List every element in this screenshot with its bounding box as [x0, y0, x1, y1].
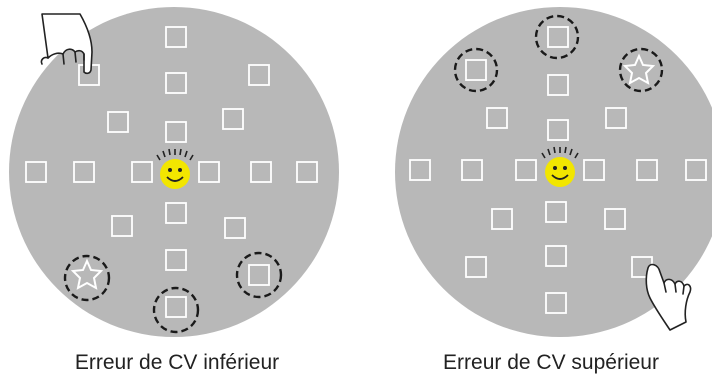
dashed-circle-highlight [453, 47, 499, 93]
caption-superior-error: Erreur de CV supérieur [443, 351, 659, 374]
stimulus-square [547, 74, 569, 96]
dashed-circle-highlight [618, 47, 664, 93]
stimulus-square [685, 159, 707, 181]
stimulus-square [165, 26, 187, 48]
stimulus-square [605, 107, 627, 129]
stimulus-square [250, 161, 272, 183]
stimulus-square [248, 264, 270, 286]
dashed-circle-highlight [534, 14, 580, 60]
star-icon [622, 53, 656, 85]
stimulus-square [248, 64, 270, 86]
stimulus-square [165, 249, 187, 271]
pointing-hand-icon [40, 13, 93, 75]
stimulus-square [165, 121, 187, 143]
stimulus-square [491, 208, 513, 230]
stimulus-square [165, 296, 187, 318]
stimulus-square [515, 159, 537, 181]
stimulus-square [636, 159, 658, 181]
stimulus-square [224, 217, 246, 239]
stimulus-square [545, 201, 567, 223]
stimulus-square [73, 161, 95, 183]
stimulus-square [222, 108, 244, 130]
stimulus-square [131, 161, 153, 183]
stimulus-square [165, 202, 187, 224]
panel-superior-field-error [395, 7, 712, 337]
dashed-circle-highlight [152, 286, 200, 334]
stimulus-square [198, 161, 220, 183]
stimulus-square [545, 245, 567, 267]
smiley-face-icon [541, 146, 579, 187]
pointing-hand-icon [645, 263, 692, 331]
stimulus-square [465, 256, 487, 278]
stimulus-square [545, 292, 567, 314]
stimulus-square [465, 59, 487, 81]
stimulus-square [409, 159, 431, 181]
star-icon [70, 258, 104, 290]
stimulus-square [604, 208, 626, 230]
dashed-circle-highlight [63, 254, 111, 302]
stimulus-square [111, 215, 133, 237]
stimulus-square [165, 72, 187, 94]
dashed-circle-highlight [235, 251, 283, 299]
panel-inferior-field-error [9, 7, 339, 337]
stimulus-square [25, 161, 47, 183]
stimulus-square [107, 111, 129, 133]
stimulus-square [486, 107, 508, 129]
stimulus-square [547, 119, 569, 141]
stimulus-square [461, 159, 483, 181]
caption-inferior-error: Erreur de CV inférieur [74, 351, 280, 374]
stimulus-square [583, 159, 605, 181]
stimulus-square [296, 161, 318, 183]
smiley-face-icon [156, 148, 194, 189]
stimulus-square [547, 26, 569, 48]
